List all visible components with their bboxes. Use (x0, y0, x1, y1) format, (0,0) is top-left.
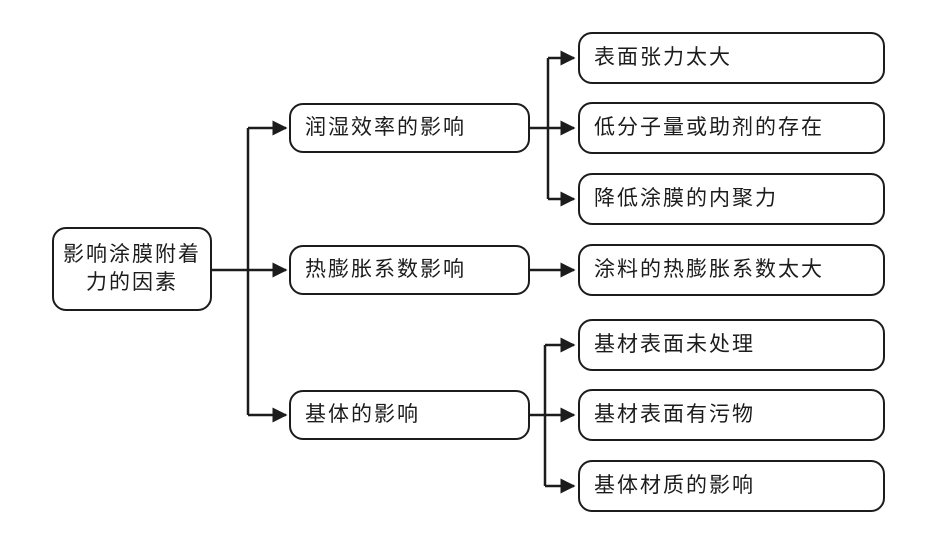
node-leaf-substrate-material-influence: 基体材质的影响 (578, 460, 885, 512)
node-leaf-low-molecular-weight-or-additives: 低分子量或助剂的存在 (578, 102, 885, 154)
node-leaf-reduced-film-cohesion: 降低涂膜的内聚力 (578, 173, 885, 225)
node-branch-wetting-efficiency: 润湿效率的影响 (289, 103, 530, 153)
node-leaf-substrate-surface-untreated: 基材表面未处理 (578, 319, 885, 371)
node-leaf-substrate-surface-contaminated: 基材表面有污物 (578, 389, 885, 441)
node-leaf-coating-thermal-coefficient-too-high: 涂料的热膨胀系数太大 (578, 244, 885, 296)
node-branch-thermal-expansion: 热膨胀系数影响 (289, 245, 530, 295)
node-leaf-surface-tension-too-high: 表面张力太大 (578, 32, 885, 84)
node-branch-substrate: 基体的影响 (289, 390, 530, 440)
node-root-adhesion-factors: 影响涂膜附着力的因素 (52, 227, 212, 311)
